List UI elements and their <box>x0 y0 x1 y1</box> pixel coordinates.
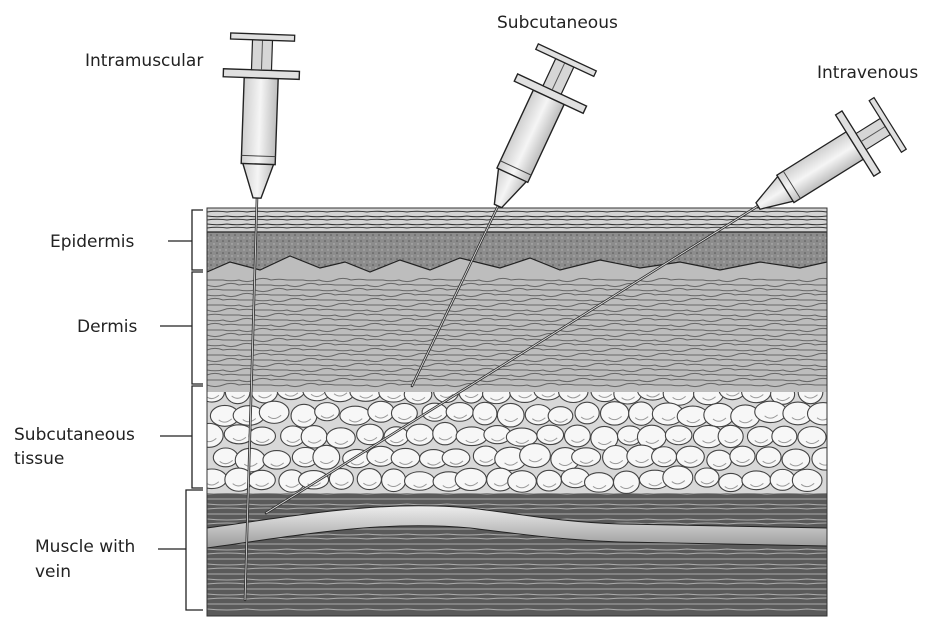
muscle-bracket <box>186 490 203 610</box>
tissue-block <box>195 208 847 616</box>
muscle-layer <box>207 488 847 616</box>
subcutaneous-label: Subcutaneous <box>497 13 618 33</box>
intramuscular-syringe <box>219 33 301 200</box>
subcutaneous-tissue-label-line1: Subcutaneous <box>14 425 135 445</box>
epidermis-bracket <box>192 210 203 270</box>
subcutaneous-tissue-label-line2: tissue <box>14 449 64 469</box>
subcutaneous-bracket <box>192 386 203 488</box>
intramuscular-label: Intramuscular <box>85 51 203 71</box>
dermis-label: Dermis <box>77 317 138 337</box>
intravenous-label: Intravenous <box>817 63 918 83</box>
layer-brackets <box>158 210 203 610</box>
subcutaneous-syringe <box>464 41 602 222</box>
dermis-bracket <box>192 272 203 384</box>
epidermis-label: Epidermis <box>50 232 134 252</box>
subcutaneous-fat-layer <box>195 378 838 494</box>
muscle-label-line1: Muscle with <box>35 537 135 557</box>
dermis-layer <box>207 256 831 392</box>
muscle-label-line2: vein <box>35 562 71 582</box>
